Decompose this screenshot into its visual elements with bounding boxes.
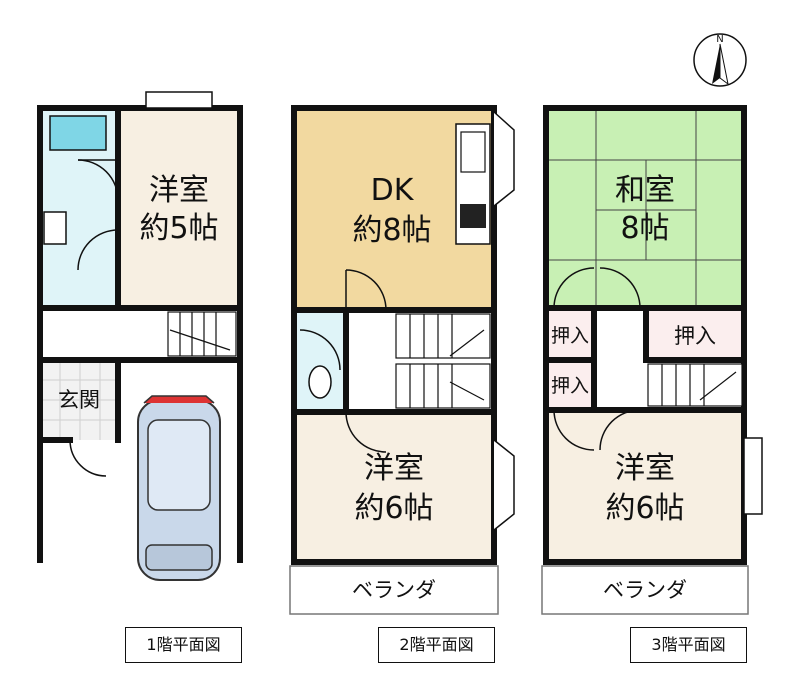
closet-a	[546, 310, 594, 360]
floor-3-caption: 3階平面図	[630, 627, 747, 663]
compass-icon: N	[693, 33, 747, 87]
f3-western-label-2: 約6帖	[605, 491, 684, 526]
closet-a-label: 押入	[551, 325, 589, 347]
f1-entrance-label: 玄関	[58, 388, 100, 412]
stove	[460, 204, 486, 228]
closet-b	[546, 362, 594, 408]
floor-1-caption: 1階平面図	[125, 627, 242, 663]
dk-label-2: 約8帖	[352, 213, 431, 248]
f2-western-room	[294, 412, 494, 562]
closet-c	[646, 310, 744, 360]
kitchen-sink	[460, 131, 486, 173]
f1-western-room	[118, 110, 240, 308]
floor-2: DK 約8帖 洋室 約6帖 ベランダ	[289, 105, 515, 615]
f3-western-label-1: 洋室	[615, 451, 675, 486]
f2-veranda-label: ベランダ	[352, 578, 436, 602]
f1-sink	[43, 211, 67, 245]
closet-b-label: 押入	[551, 375, 589, 397]
floor-2-caption: 2階平面図	[378, 627, 495, 663]
compass-north-label: N	[716, 34, 723, 45]
f1-western-label-2: 約5帖	[139, 211, 218, 246]
closet-c-label: 押入	[674, 324, 716, 348]
f3-stairs	[647, 363, 743, 407]
f2-stairs	[395, 313, 491, 409]
f3-veranda	[541, 565, 749, 615]
f2-western-label-1: 洋室	[364, 451, 424, 486]
car-icon	[137, 395, 221, 581]
dk-label-1: DK	[371, 173, 415, 208]
japanese-label-2: 8帖	[620, 211, 669, 246]
f1-western-label-1: 洋室	[149, 173, 209, 208]
japanese-room	[546, 110, 744, 308]
f3-veranda-label: ベランダ	[603, 578, 687, 602]
toilet-icon	[308, 365, 332, 399]
floor-1: 洋室 約5帖 玄関	[37, 91, 243, 581]
f2-veranda	[289, 565, 499, 615]
f3-western-room	[546, 410, 744, 562]
bathtub	[49, 115, 107, 151]
japanese-label-1: 和室	[615, 173, 675, 208]
f2-western-label-2: 約6帖	[354, 491, 433, 526]
f1-window	[145, 91, 213, 109]
f1-stairs	[167, 311, 237, 357]
f3-side-window	[743, 437, 763, 515]
floor-3: 和室 8帖 押入 押入 押入 洋室 約6帖 ベランダ	[541, 105, 763, 615]
